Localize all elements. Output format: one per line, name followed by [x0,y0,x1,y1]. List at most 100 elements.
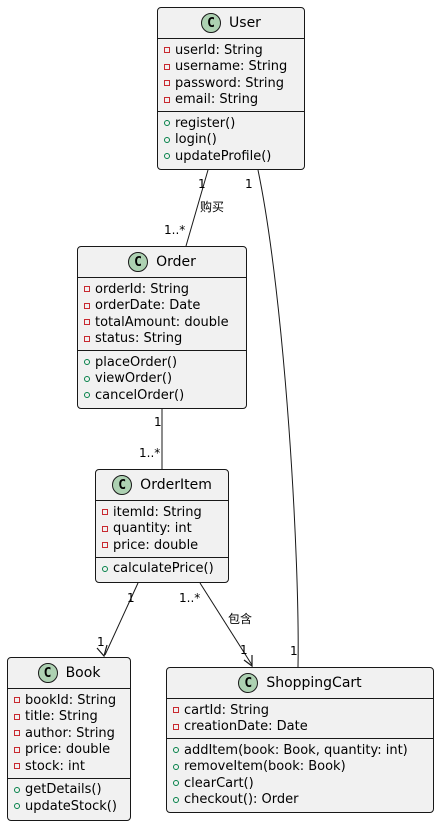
attribute-row: orderDate: Date [84,298,246,315]
class-orderitem-header: C OrderItem [96,470,228,501]
class-user-header: C User [158,8,304,39]
attributes: bookId: String title: String author: Str… [8,689,130,779]
method-row: updateProfile() [164,148,304,165]
public-marker-icon [84,392,90,399]
attribute-row: username: String [164,59,304,76]
method-row: calculatePrice() [102,561,228,578]
class-orderitem[interactable]: C OrderItem itemId: String quantity: int… [95,469,229,583]
attribute-row: stock: int [14,758,130,775]
private-marker-icon [173,723,179,730]
method-row: cancelOrder() [84,387,246,404]
mult-orderitem-book-to: 1 [97,635,105,649]
private-marker-icon [102,525,108,532]
class-name: User [229,15,261,31]
class-icon: C [238,673,259,693]
methods: placeOrder() viewOrder() cancelOrder() [78,351,246,407]
attribute-row: totalAmount: double [84,314,246,331]
class-icon: C [201,13,222,33]
private-marker-icon [14,730,20,737]
attribute-row: itemId: String [102,504,228,521]
method-row: register() [164,115,304,132]
attribute-row: author: String [14,725,130,742]
method-row: clearCart() [173,775,433,792]
attributes: cartId: String creationDate: Date [167,699,433,739]
attribute-row: userId: String [164,42,304,59]
public-marker-icon [14,803,20,810]
relation-label-contains: 包含 [228,612,253,626]
mult-user-cart-from: 1 [245,177,253,191]
class-name: Order [156,254,196,270]
attribute-row: orderId: String [84,281,246,298]
methods: calculatePrice() [96,558,228,581]
public-marker-icon [84,359,90,366]
class-icon: C [128,252,149,272]
mult-user-order-to: 1..* [164,223,186,237]
class-name: OrderItem [140,477,212,493]
method-row: placeOrder() [84,354,246,371]
attribute-row: quantity: int [102,521,228,538]
private-marker-icon [84,286,90,293]
mult-order-orderitem-from: 1 [154,415,162,429]
private-marker-icon [14,746,20,753]
attributes: orderId: String orderDate: Date totalAmo… [78,278,246,351]
class-user[interactable]: C User userId: String username: String p… [157,7,305,170]
attributes: userId: String username: String password… [158,39,304,112]
private-marker-icon [164,96,170,103]
mult-user-order-from: 1 [198,177,206,191]
private-marker-icon [164,47,170,54]
class-name: Book [65,665,101,681]
class-icon: C [112,475,133,495]
private-marker-icon [84,319,90,326]
public-marker-icon [164,136,170,143]
class-icon: C [37,663,58,683]
private-marker-icon [14,763,20,770]
public-marker-icon [164,153,170,160]
class-name: ShoppingCart [266,675,362,691]
attribute-row: price: double [14,742,130,759]
attribute-row: price: double [102,537,228,554]
attribute-row: creationDate: Date [173,719,433,736]
private-marker-icon [173,707,179,714]
mult-orderitem-cart-to: 1 [240,643,248,657]
class-shoppingcart[interactable]: C ShoppingCart cartId: String creationDa… [166,667,434,813]
public-marker-icon [14,786,20,793]
private-marker-icon [102,542,108,549]
attribute-row: status: String [84,331,246,348]
private-marker-icon [84,302,90,309]
attribute-row: title: String [14,709,130,726]
method-row: addItem(book: Book, quantity: int) [173,742,433,759]
attribute-row: password: String [164,75,304,92]
attribute-row: email: String [164,92,304,109]
attribute-row: cartId: String [173,702,433,719]
method-row: viewOrder() [84,371,246,388]
relation-orderitem-cart [199,582,253,666]
mult-order-orderitem-to: 1..* [139,446,161,460]
class-shoppingcart-header: C ShoppingCart [167,668,433,699]
private-marker-icon [14,713,20,720]
method-row: removeItem(book: Book) [173,759,433,776]
attribute-row: bookId: String [14,692,130,709]
method-row: login() [164,132,304,149]
methods: register() login() updateProfile() [158,112,304,168]
methods: getDetails() updateStock() [8,779,130,818]
methods: addItem(book: Book, quantity: int) remov… [167,739,433,811]
arrowhead-cart [243,655,253,668]
public-marker-icon [173,747,179,754]
relation-label-purchase: 购买 [200,200,225,214]
class-order[interactable]: C Order orderId: String orderDate: Date … [77,246,247,409]
public-marker-icon [173,796,179,803]
public-marker-icon [164,120,170,127]
private-marker-icon [84,335,90,342]
private-marker-icon [164,63,170,70]
arrowhead-book [96,644,108,658]
class-order-header: C Order [78,247,246,278]
attributes: itemId: String quantity: int price: doub… [96,501,228,558]
relation-user-order [185,169,209,247]
class-book[interactable]: C Book bookId: String title: String auth… [7,657,131,821]
relation-user-cart [257,169,299,668]
mult-user-cart-to: 1 [290,644,298,658]
relation-orderitem-book [104,582,139,656]
mult-orderitem-cart-from: 1..* [179,591,201,605]
method-row: updateStock() [14,798,130,815]
